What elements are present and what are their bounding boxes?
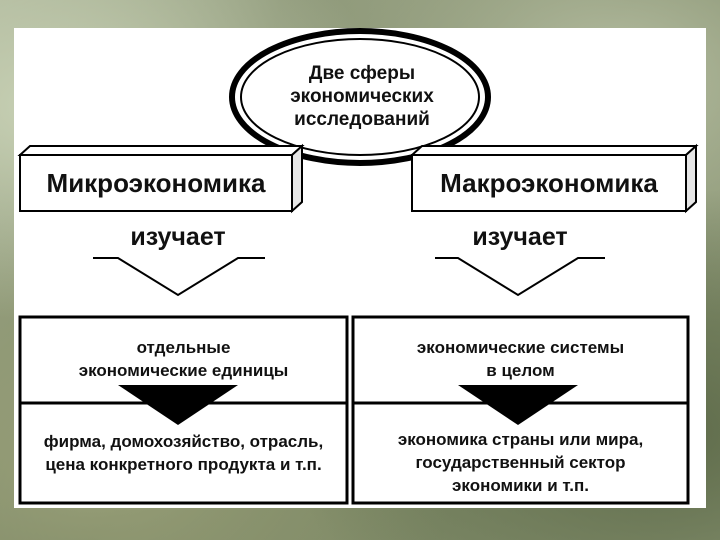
center-title-line1: Две сферы <box>252 62 472 85</box>
left-examples-text: фирма, домохозяйство, отрасль, цена конк… <box>22 430 345 476</box>
center-title-line3: исследований <box>252 108 472 131</box>
right-box-title: Макроэкономика <box>412 161 686 205</box>
right-studies-label: изучает <box>440 223 600 252</box>
right-examples-line3: экономики и т.п. <box>355 474 686 497</box>
right-object-text: экономические системы в целом <box>355 336 686 382</box>
right-examples-line2: государственный сектор <box>355 451 686 474</box>
left-open-arrow <box>93 258 265 295</box>
center-title-line2: экономических <box>252 85 472 108</box>
left-box-side <box>292 146 302 211</box>
right-object-line2: в целом <box>355 359 686 382</box>
left-object-line2: экономические единицы <box>22 359 345 382</box>
left-examples-line1: фирма, домохозяйство, отрасль, <box>22 430 345 453</box>
center-title: Две сферы экономических исследований <box>252 62 472 131</box>
left-examples-line2: цена конкретного продукта и т.п. <box>22 453 345 476</box>
left-studies-label: изучает <box>98 223 258 252</box>
right-box-side <box>686 146 696 211</box>
right-box-top <box>412 146 696 155</box>
right-examples-text: экономика страны или мира, государственн… <box>355 428 686 497</box>
right-object-line1: экономические системы <box>355 336 686 359</box>
right-examples-line1: экономика страны или мира, <box>355 428 686 451</box>
left-box-top <box>20 146 302 155</box>
left-object-text: отдельные экономические единицы <box>22 336 345 382</box>
left-object-line1: отдельные <box>22 336 345 359</box>
left-box-title: Микроэкономика <box>20 161 292 205</box>
right-open-arrow <box>435 258 605 295</box>
